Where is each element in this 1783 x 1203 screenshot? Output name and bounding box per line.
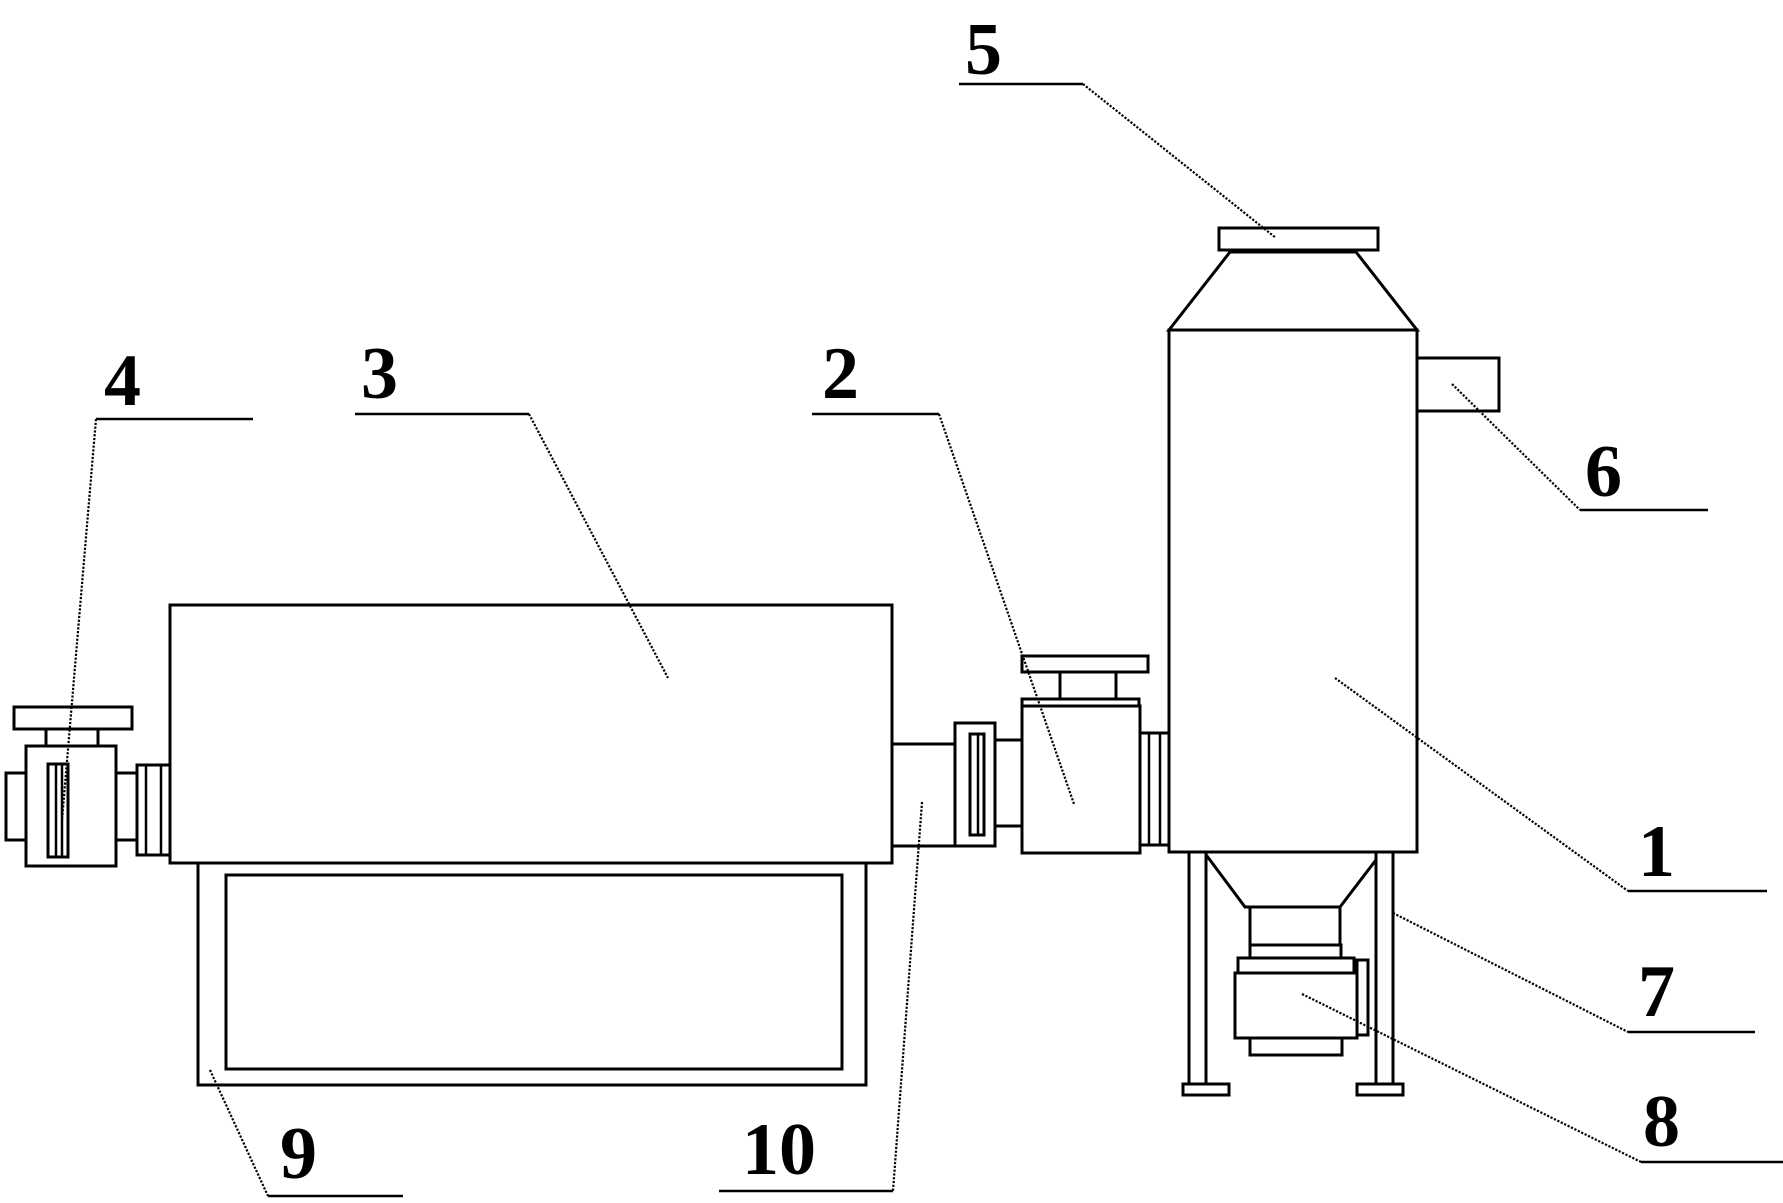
column-flange xyxy=(1138,731,1171,847)
callout-4: 4 xyxy=(104,340,141,422)
column-legs xyxy=(1181,850,1405,1097)
left-valve xyxy=(4,705,139,868)
callout-6: 6 xyxy=(1585,431,1622,513)
callout-3: 3 xyxy=(361,333,398,415)
leader-lines xyxy=(60,82,1783,1198)
callout-2: 2 xyxy=(822,333,859,415)
callout-10: 10 xyxy=(742,1109,816,1191)
callout-9: 9 xyxy=(280,1113,317,1195)
vertical-column xyxy=(1165,226,1501,909)
outlet-flange xyxy=(953,721,1024,848)
side-outlet xyxy=(1415,356,1501,413)
callout-7: 7 xyxy=(1638,951,1675,1033)
base-frame xyxy=(196,861,868,1087)
callout-8: 8 xyxy=(1643,1081,1680,1163)
top-cap xyxy=(1217,226,1380,252)
horizontal-tank xyxy=(168,603,894,865)
middle-valve xyxy=(1020,654,1150,855)
discharge-valve xyxy=(1233,905,1370,1057)
outlet-pipe xyxy=(890,742,957,848)
left-flange xyxy=(135,763,172,857)
callout-labels: 5 3 2 4 6 1 7 8 9 10 xyxy=(104,9,1680,1195)
callout-5: 5 xyxy=(965,9,1002,91)
callout-1: 1 xyxy=(1638,811,1675,893)
